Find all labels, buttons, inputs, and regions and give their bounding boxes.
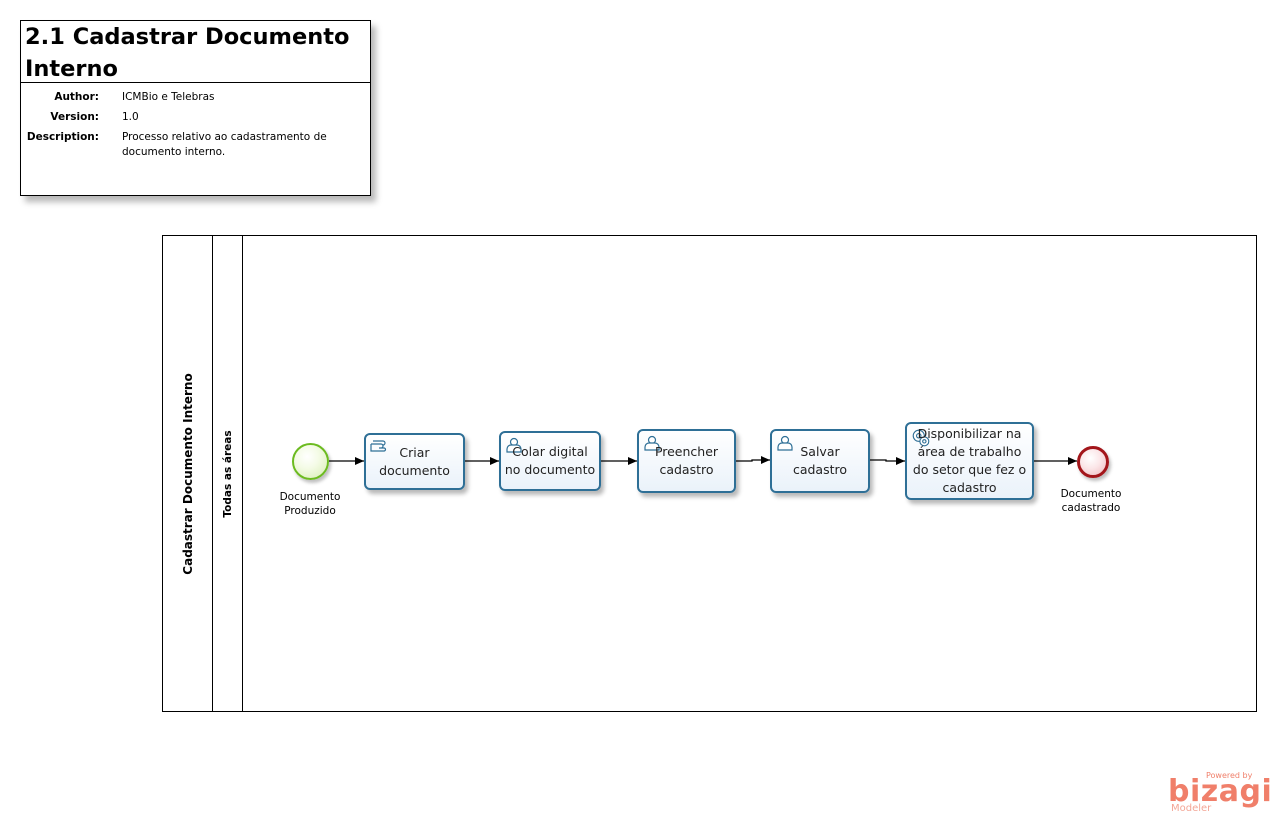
version-label: Version: (50, 111, 99, 123)
flow-salvar-to-disponibilizar[interactable] (870, 457, 905, 465)
task-label: Preencher cadastro (654, 444, 719, 477)
task-label: Disponibilizar na área de trabalho do se… (912, 426, 1027, 495)
end-event[interactable] (1077, 446, 1109, 478)
author-value: ICMBio e Telebras (122, 91, 215, 103)
start-event-label: Documento Produzido (279, 491, 341, 517)
flow-preencher-to-salvar[interactable] (736, 456, 770, 464)
lane-header[interactable]: Todas as áreas (213, 236, 243, 711)
description-label: Description: (26, 131, 99, 143)
manual-task-icon (370, 440, 387, 452)
task-label: Colar digital no documento (504, 444, 596, 477)
task-label: Salvar cadastro (792, 444, 848, 477)
description-value: Processo relativo ao cadastramento de do… (122, 131, 327, 158)
author-label: Author: (54, 91, 99, 103)
pool[interactable]: Cadastrar Documento Interno Todas as áre… (162, 235, 1257, 712)
diagram-title: 2.1 Cadastrar Documento Interno (21, 21, 370, 83)
user-task-icon (777, 435, 793, 451)
pool-header[interactable]: Cadastrar Documento Interno (163, 236, 213, 711)
user-task-icon (644, 435, 660, 451)
powered-by-text: Powered by (1206, 771, 1253, 780)
task-salvar-cadastro[interactable]: Salvar cadastro (770, 429, 870, 493)
version-value: 1.0 (122, 111, 139, 123)
diagram-info-card: 2.1 Cadastrar Documento Interno Author: … (20, 20, 371, 196)
start-event[interactable] (292, 443, 329, 480)
task-label: Criar documento (379, 444, 450, 478)
task-criar-documento[interactable]: Criar documento (364, 433, 465, 490)
task-disponibilizar[interactable]: Disponibilizar na área de trabalho do se… (905, 422, 1034, 500)
modeler-text: Modeler (1171, 803, 1212, 814)
task-colar-digital[interactable]: Colar digital no documento (499, 431, 601, 491)
bizagi-logo: bizagi (1168, 774, 1273, 809)
user-task-icon (506, 437, 522, 453)
service-task-icon (912, 429, 930, 447)
task-preencher-cadastro[interactable]: Preencher cadastro (637, 429, 736, 493)
end-event-label: Documento cadastrado (1060, 488, 1122, 514)
